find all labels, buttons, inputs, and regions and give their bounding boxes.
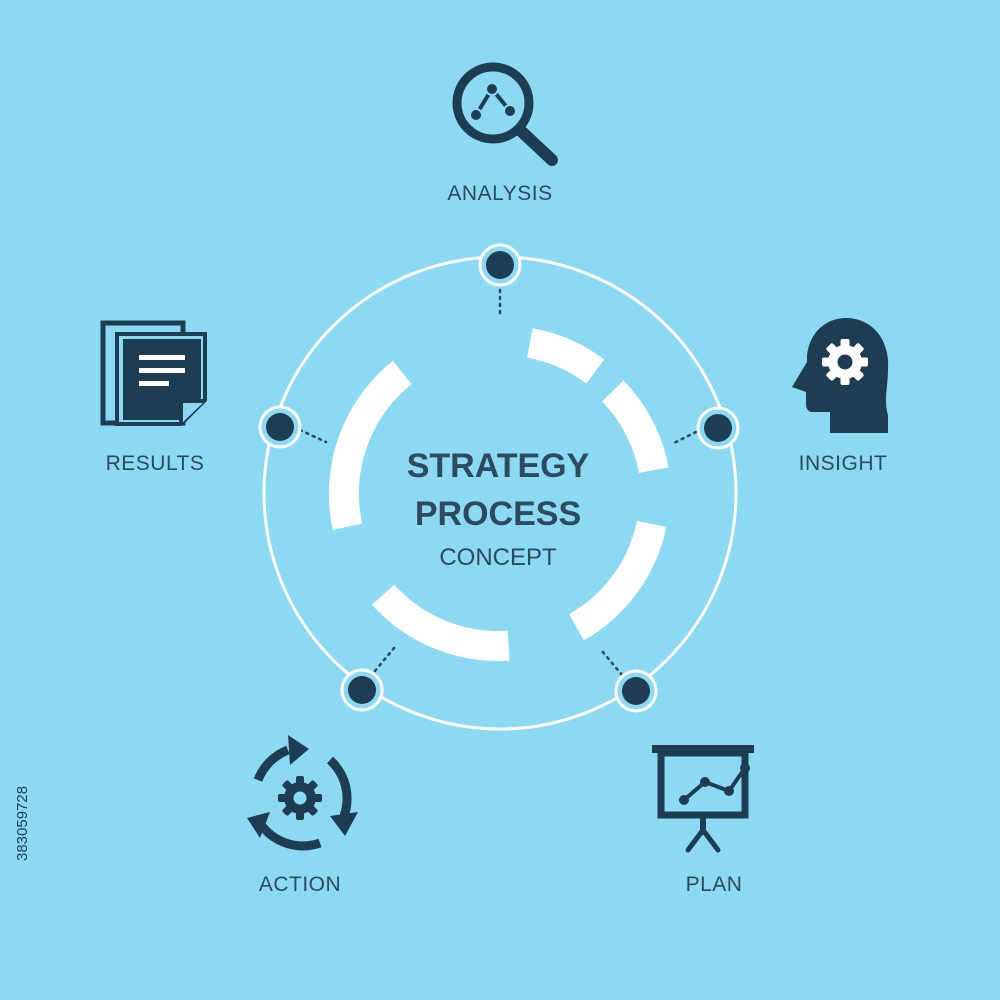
node-action[interactable]: [340, 668, 384, 712]
node-analysis[interactable]: [478, 243, 522, 287]
ring-segment: [526, 328, 605, 384]
connector-action: [373, 646, 396, 673]
ring-nodes: [258, 243, 740, 713]
step-label-insight: INSIGHT: [799, 452, 888, 475]
connector-plan: [600, 649, 624, 677]
ring-segment: [371, 584, 510, 662]
subtitle: CONCEPT: [439, 544, 557, 571]
stock-id: 383059728: [14, 786, 31, 861]
node-insight[interactable]: [696, 406, 740, 450]
connector-insight: [670, 430, 698, 446]
documents-icon: [100, 320, 207, 426]
title-line-1: STRATEGY: [407, 447, 590, 485]
node-plan[interactable]: [614, 669, 658, 713]
presentation-board-icon: [652, 745, 754, 853]
segmented-ring: [328, 328, 669, 662]
node-results[interactable]: [258, 405, 302, 449]
cycle-gear-icon: [247, 735, 358, 851]
step-label-action: ACTION: [259, 873, 341, 896]
step-label-plan: PLAN: [686, 873, 743, 896]
step-label-analysis: ANALYSIS: [447, 182, 552, 205]
magnifier-chart-icon: [452, 62, 558, 166]
connector-results: [298, 428, 328, 444]
step-label-results: RESULTS: [106, 452, 205, 475]
ring-segment: [328, 360, 412, 530]
connectors: [298, 288, 698, 677]
ring-segment: [601, 380, 669, 474]
head-gear-icon: [792, 318, 889, 433]
title-line-2: PROCESS: [415, 495, 581, 533]
ring-segment: [568, 520, 667, 641]
